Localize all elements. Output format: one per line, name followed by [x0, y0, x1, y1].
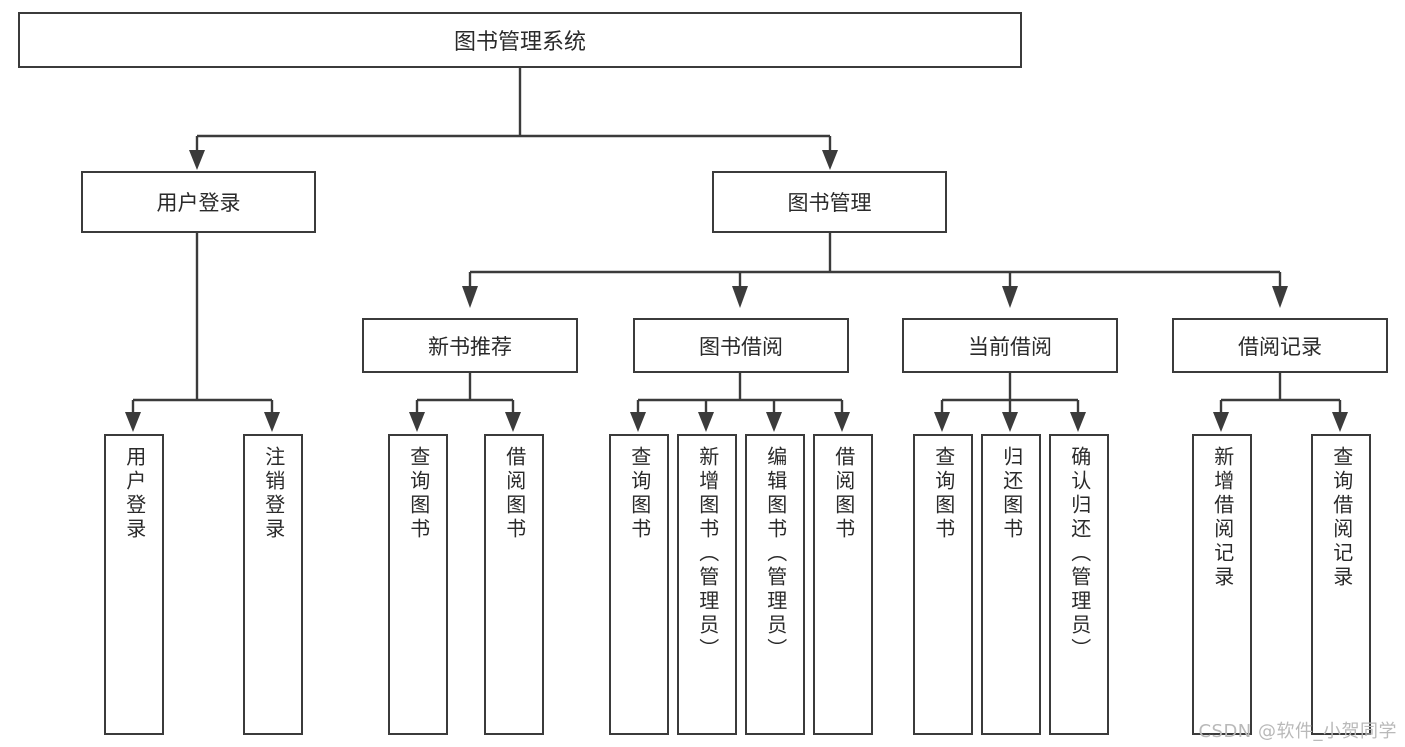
- node-root-book-management-system[interactable]: 图书管理系统: [18, 12, 1022, 68]
- leaf-label: 用户登录: [122, 446, 147, 542]
- node-current-borrow-label: 当前借阅: [968, 334, 1052, 359]
- leaf-borrow-edit-book-admin[interactable]: 编辑图书（管理员）: [745, 434, 805, 735]
- arrow-user-login-leaf-1: [125, 412, 141, 432]
- arrow-cb-leaf-1: [934, 412, 950, 432]
- arrow-cb-leaf-2: [1002, 412, 1018, 432]
- node-borrow-record-label: 借阅记录: [1238, 334, 1322, 359]
- node-new-book-recommend-label: 新书推荐: [428, 334, 512, 359]
- leaf-label: 归还图书: [999, 446, 1024, 542]
- arrow-bb-leaf-1: [630, 412, 646, 432]
- node-new-book-recommend[interactable]: 新书推荐: [362, 318, 578, 373]
- arrow-cb-leaf-3: [1070, 412, 1086, 432]
- leaf-record-add-record[interactable]: 新增借阅记录: [1192, 434, 1252, 735]
- leaf-label: 查询图书: [627, 446, 652, 542]
- node-book-borrow-label: 图书借阅: [699, 334, 783, 359]
- arrow-br-leaf-1: [1213, 412, 1229, 432]
- leaf-label: 注销登录: [261, 446, 286, 542]
- leaf-label: 借阅图书: [831, 446, 856, 542]
- leaf-label: 新增图书（管理员）: [695, 446, 720, 662]
- leaf-current-confirm-return-admin[interactable]: 确认归还（管理员）: [1049, 434, 1109, 735]
- node-book-management[interactable]: 图书管理: [712, 171, 947, 233]
- leaf-borrow-borrow-book[interactable]: 借阅图书: [813, 434, 873, 735]
- arrow-nb-leaf-1: [409, 412, 425, 432]
- arrow-bb-leaf-3: [766, 412, 782, 432]
- node-book-management-label: 图书管理: [787, 191, 872, 215]
- node-book-borrow[interactable]: 图书借阅: [633, 318, 849, 373]
- leaf-borrow-query-book[interactable]: 查询图书: [609, 434, 669, 735]
- arrow-bb-leaf-4: [834, 412, 850, 432]
- leaf-label: 新增借阅记录: [1210, 446, 1235, 590]
- leaf-label: 确认归还（管理员）: [1067, 446, 1092, 662]
- leaf-label: 查询借阅记录: [1329, 446, 1354, 590]
- node-borrow-record[interactable]: 借阅记录: [1172, 318, 1388, 373]
- leaf-label: 查询图书: [406, 446, 431, 542]
- node-root-label: 图书管理系统: [453, 30, 586, 55]
- arrow-br-leaf-2: [1332, 412, 1348, 432]
- leaf-label: 查询图书: [931, 446, 956, 542]
- arrow-nb-leaf-2: [505, 412, 521, 432]
- node-current-borrow[interactable]: 当前借阅: [902, 318, 1118, 373]
- arrow-bm-to-new-book: [462, 286, 478, 308]
- csdn-watermark: CSDN @软件_小贺同学: [1198, 721, 1397, 742]
- leaf-current-return-book[interactable]: 归还图书: [981, 434, 1041, 735]
- leaf-label: 编辑图书（管理员）: [763, 446, 788, 662]
- leaf-current-query-book[interactable]: 查询图书: [913, 434, 973, 735]
- node-user-login[interactable]: 用户登录: [81, 171, 316, 233]
- arrow-bm-to-record: [1272, 286, 1288, 308]
- leaf-record-query-record[interactable]: 查询借阅记录: [1311, 434, 1371, 735]
- leaf-new-book-borrow-book[interactable]: 借阅图书: [484, 434, 544, 735]
- arrow-root-to-book-manage: [822, 150, 838, 170]
- leaf-user-login-login[interactable]: 用户登录: [104, 434, 164, 735]
- arrow-bm-to-current: [1002, 286, 1018, 308]
- arrow-bb-leaf-2: [698, 412, 714, 432]
- node-user-login-label: 用户登录: [156, 191, 241, 215]
- leaf-new-book-query-book[interactable]: 查询图书: [388, 434, 448, 735]
- arrow-user-login-leaf-2: [264, 412, 280, 432]
- leaf-borrow-add-book-admin[interactable]: 新增图书（管理员）: [677, 434, 737, 735]
- leaf-label: 借阅图书: [502, 446, 527, 542]
- leaf-user-login-logout[interactable]: 注销登录: [243, 434, 303, 735]
- arrow-bm-to-borrow: [732, 286, 748, 308]
- arrow-root-to-user-login: [189, 150, 205, 170]
